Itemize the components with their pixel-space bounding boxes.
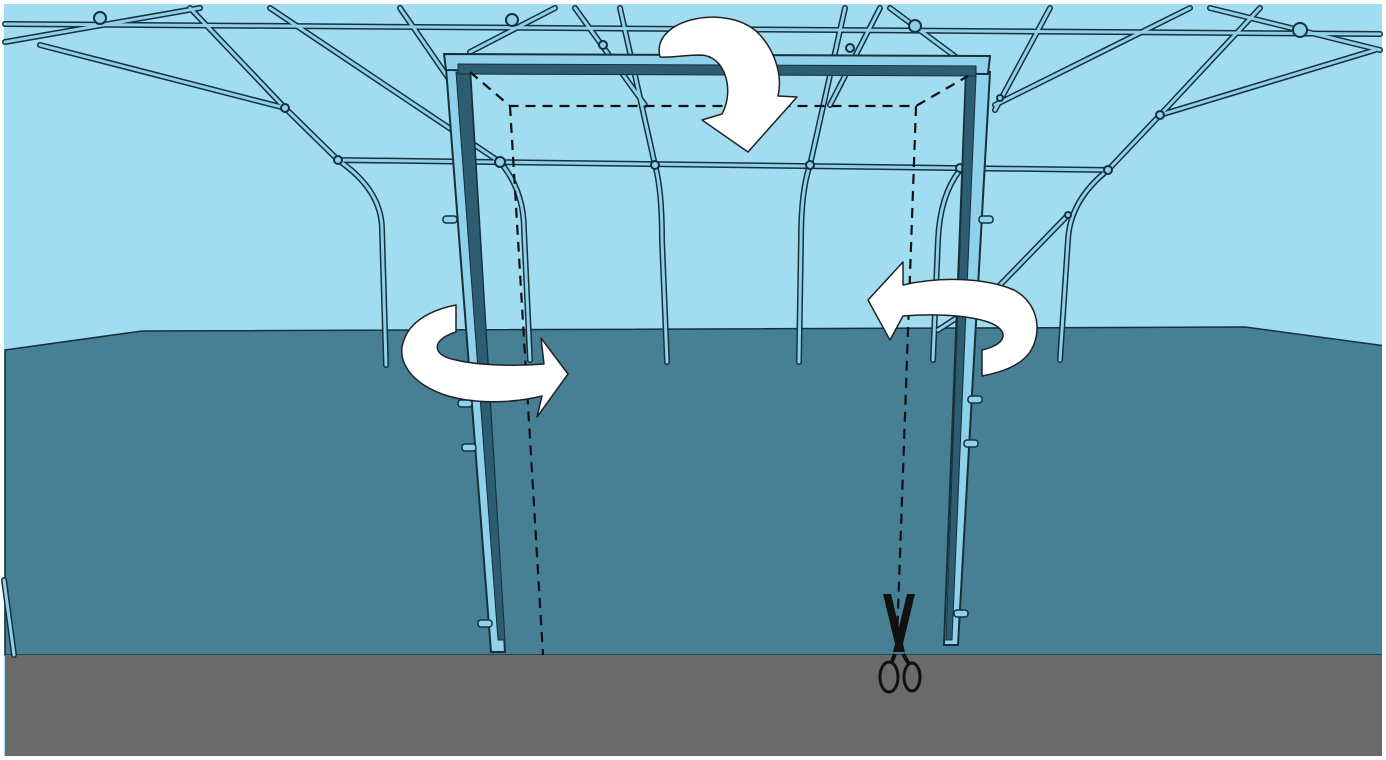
ground [5, 655, 1386, 760]
back-wall [5, 327, 1386, 655]
